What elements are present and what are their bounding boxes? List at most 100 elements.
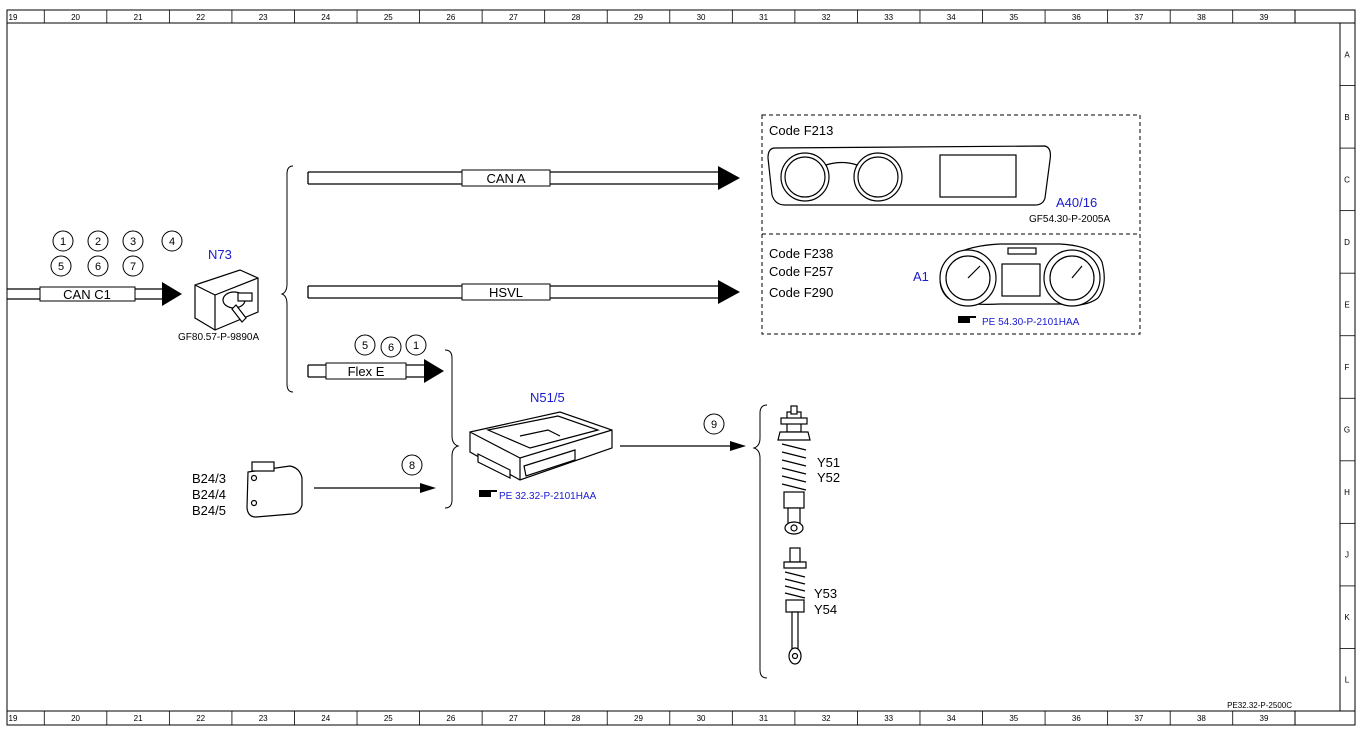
column-label: 34: [947, 714, 956, 723]
control-unit-icon: [469, 411, 613, 481]
svg-text:6: 6: [388, 342, 394, 354]
row-label: F: [1345, 363, 1350, 372]
column-label: 25: [384, 13, 393, 22]
column-label: 35: [1009, 13, 1018, 22]
y54-label: Y54: [814, 602, 837, 617]
column-label: 24: [321, 714, 330, 723]
svg-text:2: 2: [95, 236, 101, 248]
column-label: 25: [384, 714, 393, 723]
b24-sensors: B24/3 B24/4 B24/5 8: [192, 454, 436, 518]
diagram-frame: [6, 9, 1356, 726]
svg-text:3: 3: [130, 236, 136, 248]
svg-text:6: 6: [95, 261, 101, 273]
valve-output: 9: [620, 413, 746, 451]
rear-strut-icon: [783, 547, 807, 665]
flex-e-bus: Flex E 5 6 1: [307, 334, 444, 383]
svg-text:8: 8: [409, 460, 415, 472]
column-label: 39: [1260, 714, 1269, 723]
can-c1-callouts: 1 2 3 4 5 6 7: [50, 230, 183, 277]
callout-circle: 7: [122, 255, 144, 277]
row-label: J: [1345, 551, 1349, 560]
svg-text:1: 1: [413, 340, 419, 352]
column-label: 29: [634, 13, 643, 22]
callout-circle: 1: [52, 230, 74, 252]
column-label: 37: [1134, 714, 1143, 723]
column-label: 30: [697, 714, 706, 723]
svg-text:1: 1: [60, 236, 66, 248]
column-label: 21: [134, 714, 143, 723]
instrument-group: Code F213 A40/16 GF54.30-P-2005A Code F2…: [761, 114, 1141, 335]
column-label: 33: [884, 714, 893, 723]
n51-label: N51/5: [530, 390, 565, 405]
n73-module: N73 GF80.57-P-9890A: [178, 247, 259, 343]
y52-label: Y52: [817, 470, 840, 485]
column-label: 20: [71, 714, 80, 723]
a40-ref: GF54.30-P-2005A: [1029, 214, 1110, 225]
pointing-hand-icon: [479, 490, 497, 497]
column-label: 28: [571, 714, 580, 723]
callout-circle: 6: [87, 255, 109, 277]
column-label: 19: [9, 714, 18, 723]
column-label: 33: [884, 13, 893, 22]
column-label: 37: [1134, 13, 1143, 22]
column-label: 32: [822, 13, 831, 22]
column-label: 31: [759, 714, 768, 723]
ignition-switch-icon: [194, 269, 259, 331]
callout-circle: 6: [380, 336, 402, 358]
y51-label: Y51: [817, 455, 840, 470]
can-c1-bus: CAN C1: [7, 282, 182, 306]
row-label: G: [1344, 426, 1350, 435]
a40-label: A40/16: [1056, 195, 1097, 210]
row-label: B: [1344, 113, 1349, 122]
column-label: 35: [1009, 714, 1018, 723]
column-label: 26: [446, 13, 455, 22]
flex-e-label: Flex E: [348, 364, 385, 379]
column-label: 36: [1072, 13, 1081, 22]
callout-circle: 9: [703, 413, 725, 435]
a1-code-1: Code F238: [769, 246, 833, 261]
column-label: 28: [571, 13, 580, 22]
column-label: 32: [822, 714, 831, 723]
can-a-bus: CAN A: [307, 166, 740, 190]
column-label: 34: [947, 13, 956, 22]
column-label: 30: [697, 13, 706, 22]
callout-circle: 5: [354, 334, 376, 356]
can-a-label: CAN A: [486, 171, 525, 186]
bus-brace: [280, 165, 294, 393]
callout-circle: 5: [50, 255, 72, 277]
instrument-cluster-icon: [939, 243, 1105, 307]
column-label: 27: [509, 13, 518, 22]
b24-4-label: B24/4: [192, 487, 226, 502]
strut-brace: [752, 404, 768, 679]
row-label: L: [1345, 676, 1350, 685]
acceleration-sensor-icon: [246, 461, 303, 518]
n73-label: N73: [208, 247, 232, 262]
column-label: 22: [196, 13, 205, 22]
pointing-hand-icon: [958, 316, 976, 323]
column-label: 20: [71, 13, 80, 22]
column-label: 29: [634, 714, 643, 723]
b24-3-label: B24/3: [192, 471, 226, 486]
hsvl-bus: HSVL: [307, 280, 740, 304]
column-label: 27: [509, 714, 518, 723]
column-label: 39: [1260, 13, 1269, 22]
column-label: 38: [1197, 714, 1206, 723]
row-label: H: [1344, 488, 1350, 497]
column-label: 23: [259, 13, 268, 22]
input-brace: [444, 349, 460, 509]
callout-circle: 8: [401, 454, 423, 476]
callout-circle: 4: [161, 230, 183, 252]
a1-ref[interactable]: PE 54.30-P-2101HAA: [982, 317, 1080, 328]
y53-label: Y53: [814, 586, 837, 601]
a1-code-2: Code F257: [769, 264, 833, 279]
column-label: 21: [134, 13, 143, 22]
row-label: K: [1344, 613, 1350, 622]
row-label: A: [1344, 50, 1350, 59]
column-label: 31: [759, 13, 768, 22]
column-label: 23: [259, 714, 268, 723]
column-label: 38: [1197, 13, 1206, 22]
n51-ref[interactable]: PE 32.32-P-2101HAA: [499, 491, 597, 502]
